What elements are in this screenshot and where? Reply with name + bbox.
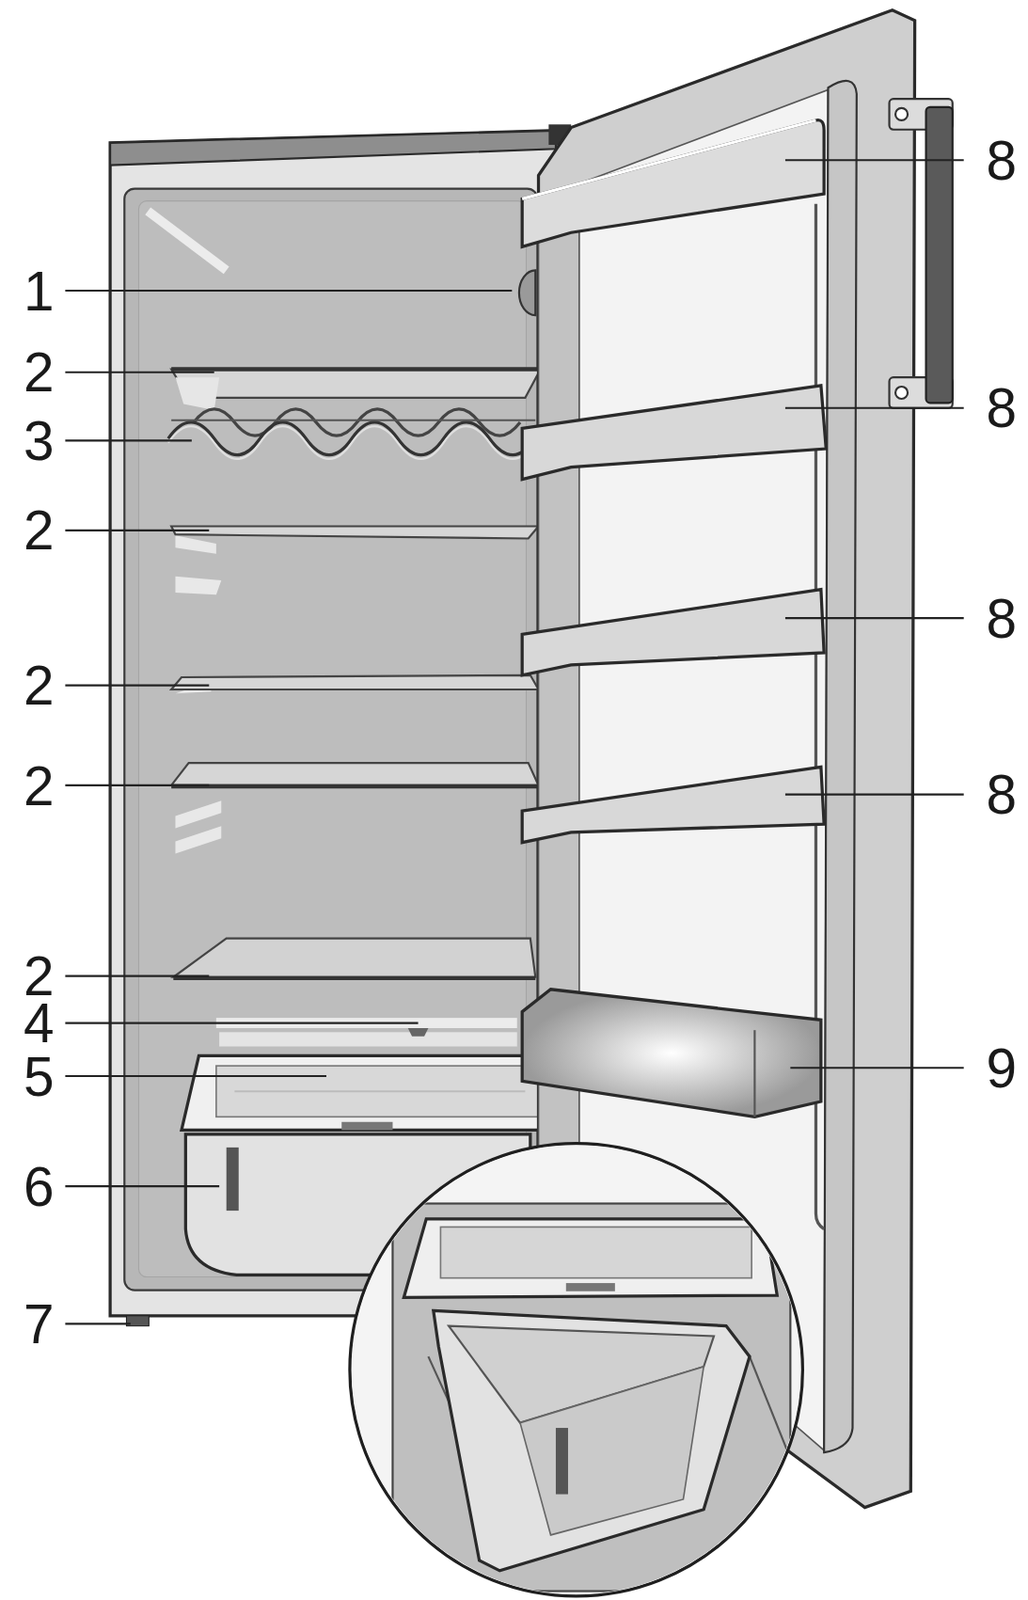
glass-shelf [171,526,538,539]
door-handle [926,107,953,403]
callout-number: 7 [23,1296,55,1352]
glass-shelf [171,762,538,786]
callout-number: 2 [23,503,55,559]
rear-strip [219,1031,518,1046]
detail-view [347,1141,807,1599]
callout-number: 8 [986,590,1018,647]
callout-number: 8 [986,766,1018,823]
leader-line [64,684,209,687]
glass-shelf [173,938,536,978]
shelf-highlight [175,377,221,411]
leader-line [790,1066,964,1069]
callout-number: 1 [23,263,55,319]
shelf-supports [175,535,222,854]
crisper-lid [181,1055,561,1130]
cabinet-top [110,130,556,166]
light-reflection [147,210,226,270]
leader-line [64,1322,130,1325]
shelf-edge [171,784,538,789]
bracket-screw [895,386,908,399]
callout-number: 8 [986,132,1018,189]
detail-lid [403,1218,777,1297]
leader-line [64,529,209,532]
bin-corner [753,1029,756,1117]
detail-drawer [433,1310,750,1571]
lid-glass [216,1065,541,1117]
door-gasket [823,80,857,1453]
leader-line [64,784,209,787]
bin-highlight [521,120,816,199]
leader-line [64,1185,220,1187]
callout-number: 3 [23,412,55,469]
thermostat-knob [519,269,536,316]
leader-line [785,793,965,796]
shelf-edge [171,366,541,371]
leader-line [785,616,965,619]
leader-line [64,439,191,442]
callout-number: 2 [23,345,55,401]
cabinet-body [110,130,556,1316]
leader-line [64,1075,327,1077]
detail-drawer-floor [520,1366,704,1535]
leader-line [64,1021,418,1024]
bottle-bin [521,989,822,1118]
callout-number: 2 [23,657,55,713]
drawer-divider [226,1147,239,1211]
detail-divider [555,1427,569,1494]
detail-lid-tab [566,1282,616,1292]
leader-line [785,407,965,410]
door-bin [521,766,824,842]
callout-number: 6 [23,1158,55,1215]
leader-line [64,371,214,374]
callout-number: 5 [23,1048,55,1105]
glass-shelf [171,675,538,690]
strip-nub [408,1028,429,1037]
detail-background [347,1141,807,1599]
door-bin [521,385,826,480]
detail-lid-glass [440,1226,752,1278]
detail-circle [349,1143,803,1597]
detail-interior [392,1203,791,1592]
door-bin [521,589,824,676]
leader-lines [64,159,964,1324]
detail-rail [749,1356,791,1458]
callout-number: 4 [23,995,55,1051]
shelf-edge [173,976,536,981]
lid-tab [341,1122,393,1131]
door-edge [538,183,580,1265]
lid-glass-line [234,1090,525,1092]
wine-rack-bar [171,419,536,422]
leader-line [64,289,512,292]
door-bin [521,120,824,248]
wine-rack-front [168,422,536,456]
leader-line [785,158,965,161]
callout-number: 2 [23,758,55,814]
bracket-screw [895,108,908,121]
callout-number: 8 [986,379,1018,436]
callout-number: 9 [986,1040,1018,1096]
wine-rack-highlight [168,426,536,459]
leader-line [64,975,209,978]
glass-shelf [171,369,541,398]
